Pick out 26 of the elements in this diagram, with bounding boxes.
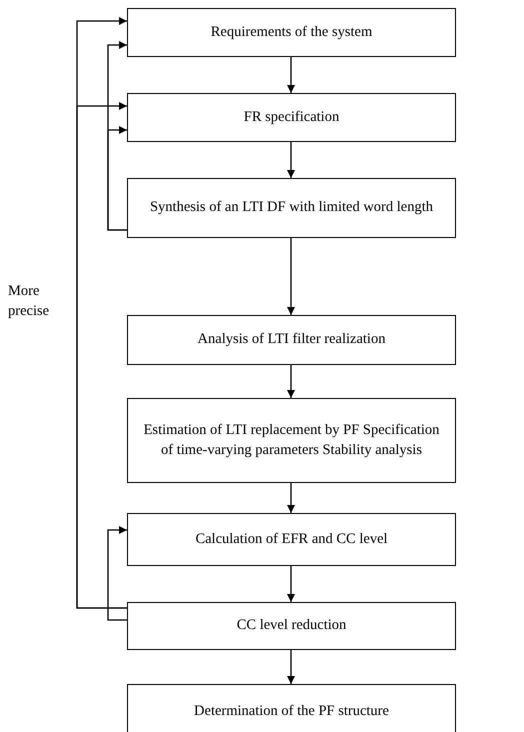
arrow <box>287 566 295 602</box>
process-box <box>127 315 456 365</box>
box-label: Determination of the PF structure <box>194 702 389 722</box>
process-box <box>127 8 456 57</box>
box-label: Synthesis of an LTI DF with limited word length <box>150 198 433 218</box>
process-box <box>127 513 456 566</box>
arrow <box>287 483 295 513</box>
arrow <box>287 57 295 93</box>
process-box <box>127 602 456 650</box>
process-box <box>127 684 456 732</box>
box-label: Calculation of EFR and CC level <box>195 530 388 549</box>
arrow <box>287 238 295 315</box>
loop-label: More precise <box>8 282 50 321</box>
process-box <box>127 93 456 142</box>
box-label: Requirements of the system <box>210 22 372 42</box>
box-label: CC level reduction <box>236 616 346 636</box>
arrow <box>107 526 127 621</box>
process-box <box>127 398 456 483</box>
process-box <box>127 178 456 238</box>
arrow <box>287 650 295 684</box>
arrow <box>287 365 295 398</box>
box-label: Estimation of LTI replacement by PF Specification of time-varying parameters Stability analysis <box>142 420 440 460</box>
arrow <box>107 126 127 231</box>
box-label: Analysis of LTI filter realization <box>198 330 386 350</box>
box-label: FR specification <box>244 108 340 127</box>
arrow <box>287 142 295 178</box>
